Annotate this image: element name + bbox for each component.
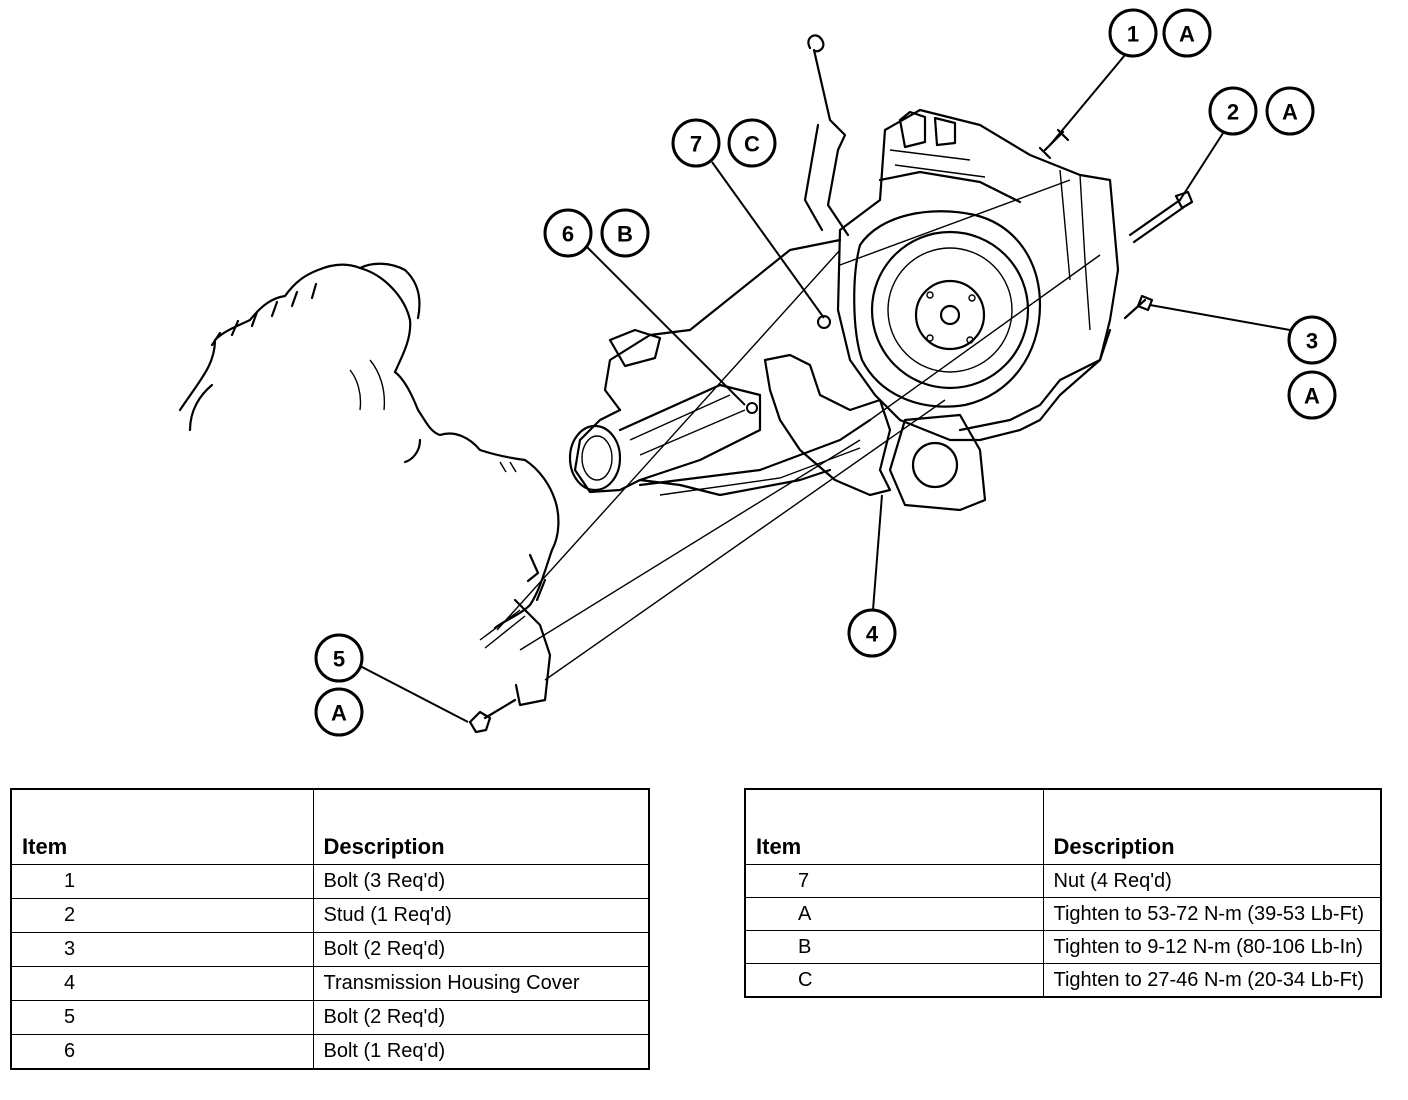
callout-5-torque-a: A	[314, 687, 364, 737]
table-row: 4 Transmission Housing Cover	[10, 966, 650, 1001]
engine-block-drawing	[178, 262, 560, 707]
svg-text:1: 1	[1127, 22, 1139, 47]
callout-3: 3	[1287, 315, 1337, 365]
item-number: B	[744, 930, 1044, 964]
callout-7-torque-c: C	[727, 118, 777, 168]
item-number: 2	[10, 898, 314, 933]
svg-text:4: 4	[866, 622, 879, 647]
svg-text:B: B	[617, 222, 633, 247]
callout-3-torque-a: A	[1287, 370, 1337, 420]
item-number: A	[744, 897, 1044, 931]
table-row: 2 Stud (1 Req'd)	[10, 898, 650, 933]
table-row: B Tighten to 9-12 N-m (80-106 Lb-In)	[744, 930, 1382, 964]
item-description: Bolt (3 Req'd)	[312, 864, 650, 899]
callout-1: 1	[1108, 8, 1158, 58]
bolt-item-3-drawing	[1123, 294, 1154, 320]
callout-2-torque-a: A	[1265, 86, 1315, 136]
item-number: C	[744, 963, 1044, 998]
table-row: 3 Bolt (2 Req'd)	[10, 932, 650, 967]
item-description: Bolt (2 Req'd)	[312, 1000, 650, 1035]
legend-table-right: Item Description 7 Nut (4 Req'd) A Tight…	[744, 788, 1382, 998]
callout-7: 7	[671, 118, 721, 168]
table-row: 5 Bolt (2 Req'd)	[10, 1000, 650, 1035]
callout-6-torque-b: B	[600, 208, 650, 258]
bolt-item-1-drawing	[1038, 128, 1070, 160]
table-row: 1 Bolt (3 Req'd)	[10, 864, 650, 899]
item-description: Transmission Housing Cover	[312, 966, 650, 1001]
callout-6: 6	[543, 208, 593, 258]
item-description: Tighten to 9-12 N-m (80-106 Lb-In)	[1042, 930, 1382, 964]
svg-text:5: 5	[333, 647, 345, 672]
svg-text:3: 3	[1306, 329, 1318, 354]
transmission-exploded-diagram: 1 A 2 A 3 A 4 5 A 6 B 7 C	[178, 8, 1337, 737]
svg-text:A: A	[1282, 100, 1298, 125]
header-item: Item	[744, 788, 1044, 865]
svg-text:6: 6	[562, 222, 574, 247]
svg-text:A: A	[331, 701, 347, 726]
item-description: Nut (4 Req'd)	[1042, 864, 1382, 898]
svg-text:C: C	[744, 132, 760, 157]
item-description: Bolt (1 Req'd)	[312, 1034, 650, 1070]
svg-text:7: 7	[690, 132, 702, 157]
bolt-item-5-drawing	[468, 698, 517, 734]
item-number: 7	[744, 864, 1044, 898]
svg-text:A: A	[1179, 22, 1195, 47]
legend-header-row: Item Description	[10, 788, 650, 865]
table-row: C Tighten to 27-46 N-m (20-34 Lb-Ft)	[744, 963, 1382, 998]
item-description: Tighten to 27-46 N-m (20-34 Lb-Ft)	[1042, 963, 1382, 998]
item-description: Tighten to 53-72 N-m (39-53 Lb-Ft)	[1042, 897, 1382, 931]
item-description: Bolt (2 Req'd)	[312, 932, 650, 967]
legend-table-left: Item Description 1 Bolt (3 Req'd) 2 Stud…	[10, 788, 650, 1070]
callout-4: 4	[847, 608, 897, 658]
callout-2: 2	[1208, 86, 1258, 136]
header-item: Item	[10, 788, 314, 865]
item-number: 6	[10, 1034, 314, 1070]
header-description: Description	[312, 788, 650, 865]
item-number: 3	[10, 932, 314, 967]
callout-1-torque-a: A	[1162, 8, 1212, 58]
item-description: Stud (1 Req'd)	[312, 898, 650, 933]
transmission-drawing	[496, 34, 1120, 681]
svg-text:2: 2	[1227, 100, 1239, 125]
item-number: 4	[10, 966, 314, 1001]
leader-lines	[359, 54, 1291, 723]
stud-item-2-drawing	[1128, 190, 1194, 244]
callout-5: 5	[314, 633, 364, 683]
table-row: A Tighten to 53-72 N-m (39-53 Lb-Ft)	[744, 897, 1382, 931]
table-row: 6 Bolt (1 Req'd)	[10, 1034, 650, 1070]
item-number: 1	[10, 864, 314, 899]
table-row: 7 Nut (4 Req'd)	[744, 864, 1382, 898]
item-number: 5	[10, 1000, 314, 1035]
svg-text:A: A	[1304, 384, 1320, 409]
header-description: Description	[1042, 788, 1382, 865]
legend-header-row: Item Description	[744, 788, 1382, 865]
